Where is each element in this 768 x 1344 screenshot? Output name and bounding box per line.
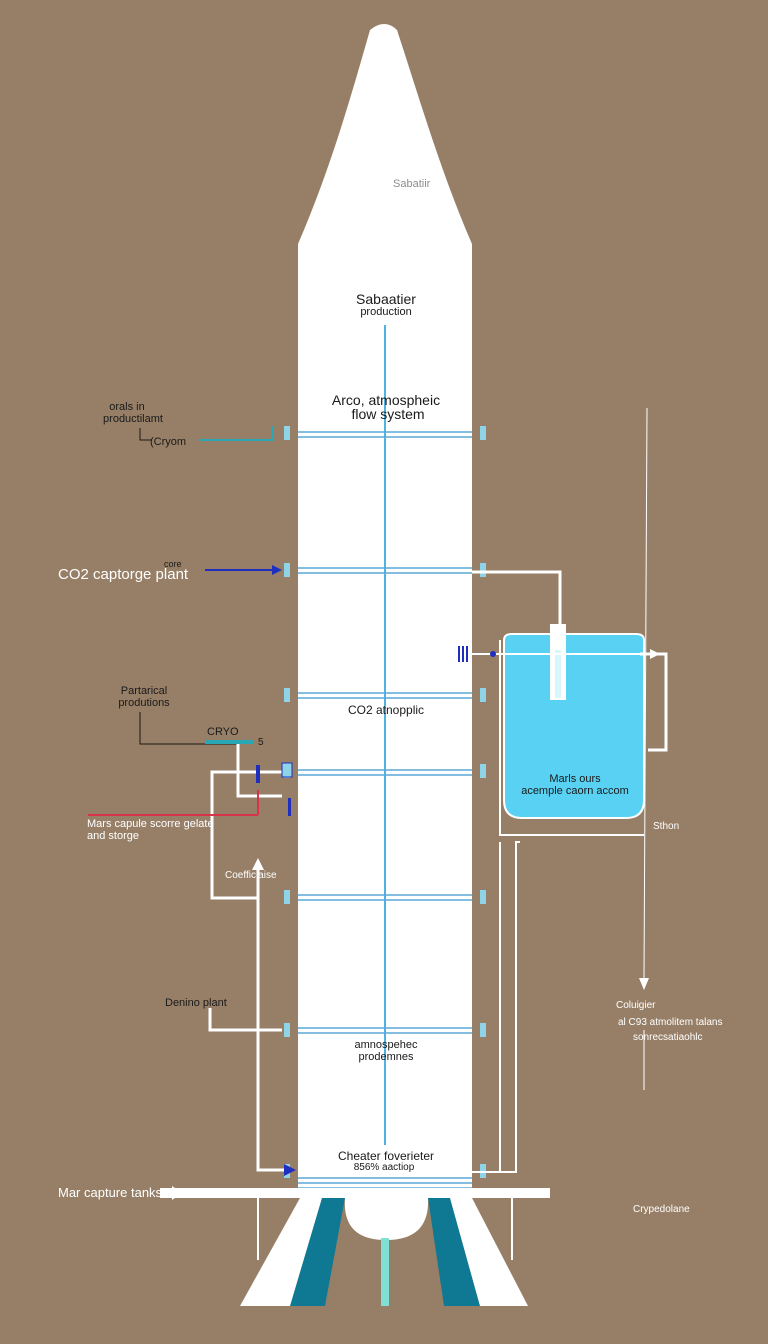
left-pipe-inner bbox=[236, 744, 282, 798]
blue-valve-left-2 bbox=[288, 798, 291, 816]
denino-plant-label: Denino plant bbox=[165, 997, 227, 1009]
engine-bell bbox=[344, 1198, 429, 1240]
sthon-label: Sthon bbox=[653, 821, 680, 832]
checker-label-2: 856% aactiop bbox=[353, 1162, 415, 1173]
engine-exhaust bbox=[381, 1238, 389, 1306]
mars-capture-label-2: and storge bbox=[87, 830, 139, 842]
mar-capture-arrowhead bbox=[172, 1186, 182, 1200]
cryom-label: (Cryom bbox=[150, 436, 187, 448]
co2-capture-arrowhead bbox=[272, 565, 282, 575]
lower-left-pipe bbox=[256, 898, 284, 1172]
right-thin-line bbox=[643, 407, 648, 979]
tank-feed-arrowhead bbox=[650, 649, 660, 659]
band-6 bbox=[298, 1027, 472, 1034]
fin-left-teal bbox=[290, 1198, 345, 1306]
left-pipe-upper bbox=[210, 770, 282, 900]
mar-capture-tanks-label: Mar capture tanks bbox=[58, 1185, 163, 1200]
band-1 bbox=[298, 431, 472, 438]
mars-capture-label-1: Mars capule scorre gelate bbox=[87, 818, 214, 830]
launch-platform bbox=[160, 1188, 550, 1198]
orals-label-1: orals in bbox=[109, 401, 145, 413]
coefficient-label: Coefficlaise bbox=[225, 870, 277, 881]
sabatier-production-label-1: Sabaatier bbox=[356, 291, 416, 307]
atmospheric-flow-label-1: Arco, atmospheic bbox=[331, 392, 441, 408]
right-lower-pipe bbox=[472, 841, 520, 1173]
fin-right-white bbox=[450, 1198, 528, 1306]
band-3 bbox=[298, 692, 472, 699]
denino-pipe bbox=[208, 1008, 282, 1032]
sabatier-production-label-2: production bbox=[360, 306, 412, 318]
core-label: core bbox=[164, 559, 182, 569]
tip-label: Sabatiir bbox=[393, 178, 431, 190]
blue-valve-right bbox=[458, 646, 468, 662]
tank-inlet-core bbox=[555, 650, 561, 698]
fin-right-teal bbox=[428, 1198, 480, 1306]
valve-node-right bbox=[490, 651, 496, 657]
coluigier-label-3: sonrecsatiaohlc bbox=[633, 1032, 703, 1043]
right-upper-pipe bbox=[472, 570, 562, 628]
left-pipe-arrowhead bbox=[252, 858, 264, 870]
valve-square bbox=[281, 762, 293, 778]
partarical-label-2: produtions bbox=[118, 697, 170, 709]
atmospheric-productions-label-2: prodemnes bbox=[358, 1051, 414, 1063]
cryo-suffix-label: 5 bbox=[258, 737, 264, 748]
tank-label-2: acemple caorn accom bbox=[521, 785, 629, 797]
blue-valve-left bbox=[256, 765, 260, 783]
crypedolane-label: Crypedolane bbox=[633, 1204, 690, 1215]
tank-drain-pipe bbox=[499, 640, 644, 836]
checker-label-1: Cheater foverieter bbox=[337, 1149, 435, 1163]
atmospheric-productions-label-1: amnospehec bbox=[354, 1039, 418, 1051]
band-4 bbox=[298, 769, 472, 776]
co2-atmospheric-label: CO2 atnopplic bbox=[347, 703, 425, 717]
rocket-nose bbox=[298, 24, 472, 244]
rocket-bands bbox=[298, 431, 472, 1194]
cryo-label: CRYO bbox=[207, 726, 239, 738]
coluigier-label-2: al C93 atmolitem talans bbox=[618, 1017, 723, 1028]
tank-label-1: Marls ours bbox=[549, 773, 601, 785]
band-2 bbox=[298, 567, 472, 574]
partarical-label-1: Partarical bbox=[120, 685, 168, 697]
cryom-pipe bbox=[200, 426, 273, 441]
lower-left-pipe-arrowhead bbox=[284, 1164, 296, 1176]
right-thin-arrowhead bbox=[639, 978, 649, 990]
co2-capture-plant-label: CO2 captorge plant bbox=[58, 566, 189, 583]
tank bbox=[503, 633, 645, 819]
orals-leader bbox=[139, 428, 152, 441]
coluigier-label-1: Coluigier bbox=[616, 1000, 656, 1011]
atmospheric-flow-label-2: flow system bbox=[351, 406, 425, 422]
orals-label-2: productilamt bbox=[103, 413, 163, 425]
band-5 bbox=[298, 894, 472, 901]
